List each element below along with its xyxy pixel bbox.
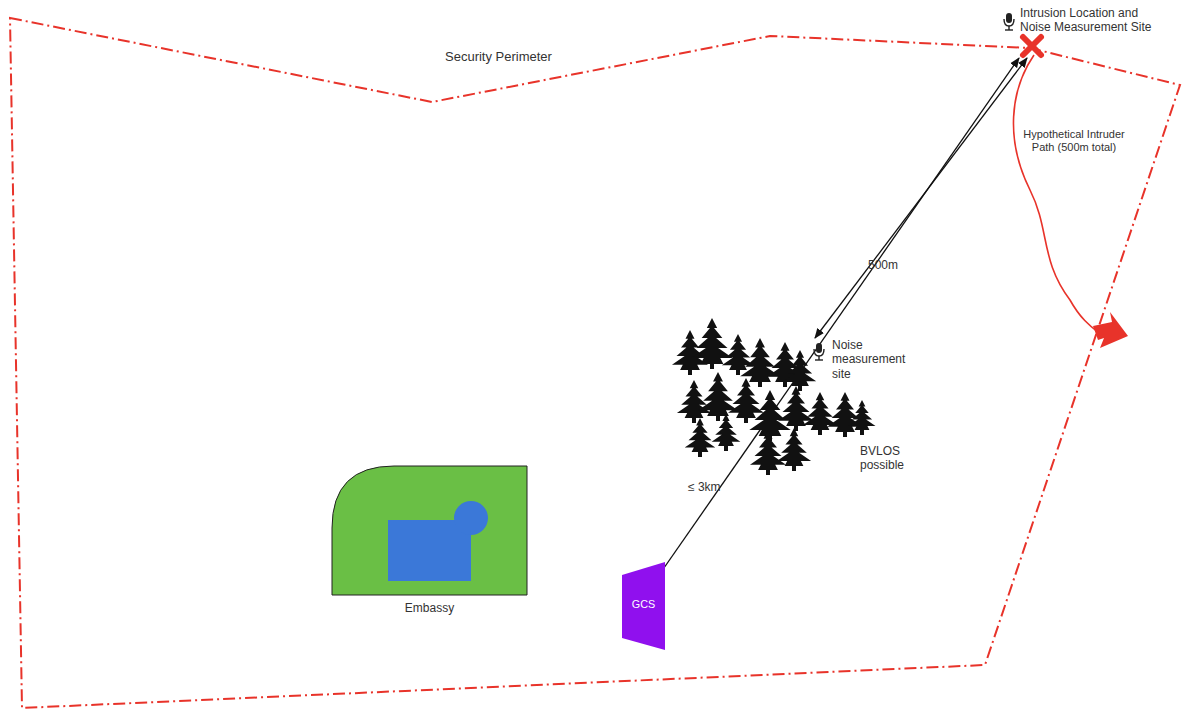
region-label: Security Perimeter (445, 49, 585, 65)
tree (685, 418, 716, 457)
security-perimeter (10, 18, 1180, 708)
tree (677, 380, 711, 423)
intrusion-marker (1023, 37, 1041, 55)
intruder-arrow (1093, 312, 1128, 348)
tree (698, 372, 738, 421)
tree (722, 334, 754, 375)
tree (750, 430, 786, 475)
microphone-icon (814, 343, 824, 360)
embassy-area: Embassy (332, 466, 527, 595)
site-label: Noise measurement site (832, 338, 912, 381)
tree (827, 392, 863, 437)
microphone-icon (1004, 13, 1014, 30)
station-label: GCS (622, 598, 665, 610)
range-label: ≤ 3km (688, 480, 738, 494)
gcs-station: GCS (622, 562, 665, 650)
site-label: Intrusion Location and Noise Measurement… (1020, 6, 1170, 35)
distance-label: 500m (868, 258, 912, 272)
tree (728, 378, 764, 423)
area-label: Embassy (332, 601, 527, 615)
range-line (650, 58, 1019, 588)
path-label: Hypothetical Intruder Path (500m total) (1018, 128, 1130, 154)
tree (777, 428, 811, 471)
embassy-outline (332, 466, 527, 595)
intruder-path (1013, 55, 1098, 332)
tree (691, 318, 732, 369)
tree (712, 414, 741, 451)
distance-line (815, 58, 1027, 338)
tree (803, 392, 837, 435)
tree (849, 400, 876, 435)
tree (784, 350, 816, 391)
tree (749, 390, 790, 441)
note-label: BVLOS possible (860, 444, 920, 473)
